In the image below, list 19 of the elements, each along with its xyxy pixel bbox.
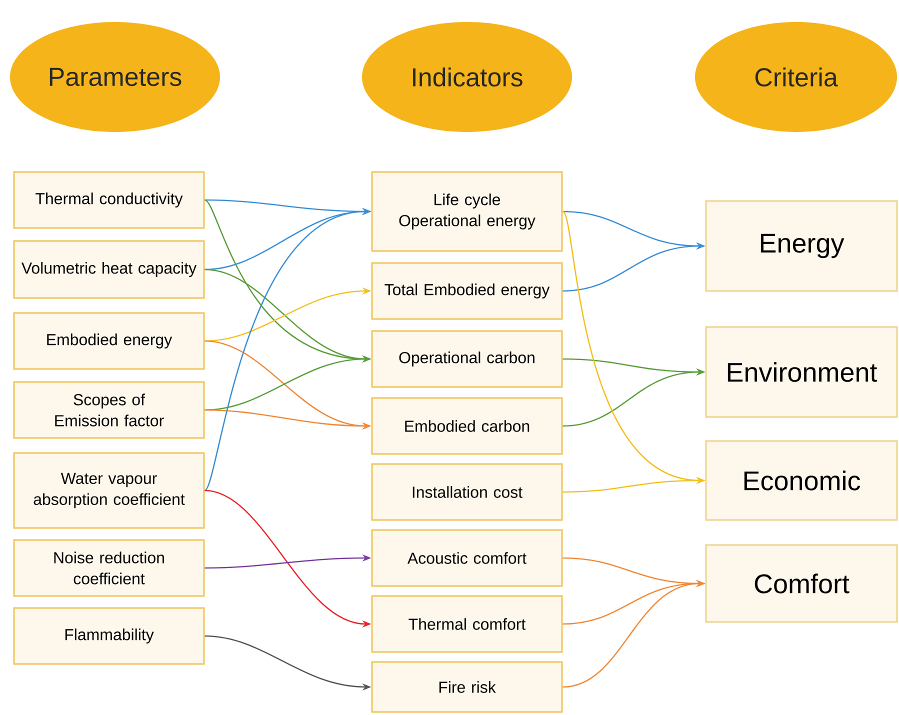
criterion-box: Economic <box>705 440 898 521</box>
criterion-box: Energy <box>705 200 898 292</box>
indicator-box: Total Embodied energy <box>371 262 563 320</box>
parameter-box: Thermal conductivity <box>13 171 205 229</box>
indicator-box: Embodied carbon <box>371 397 563 455</box>
indicator-box: Operational carbon <box>371 330 563 388</box>
criterion-box: Comfort <box>705 544 898 623</box>
parameter-box: Noise reduction coefficient <box>13 539 205 597</box>
indicator-box: Life cycle Operational energy <box>371 171 563 252</box>
parameter-box: Water vapour absorption coefficient <box>13 452 205 529</box>
parameter-box: Scopes of Emission factor <box>13 381 205 439</box>
parameter-box: Volumetric heat capacity <box>13 240 205 299</box>
indicator-box: Acoustic comfort <box>371 529 563 587</box>
indicator-box: Fire risk <box>371 661 563 713</box>
parameter-box: Flammability <box>13 607 205 665</box>
indicator-box: Installation cost <box>371 463 563 521</box>
indicator-box: Thermal comfort <box>371 595 563 653</box>
parameter-box: Embodied energy <box>13 312 205 370</box>
criterion-box: Environment <box>705 326 898 418</box>
